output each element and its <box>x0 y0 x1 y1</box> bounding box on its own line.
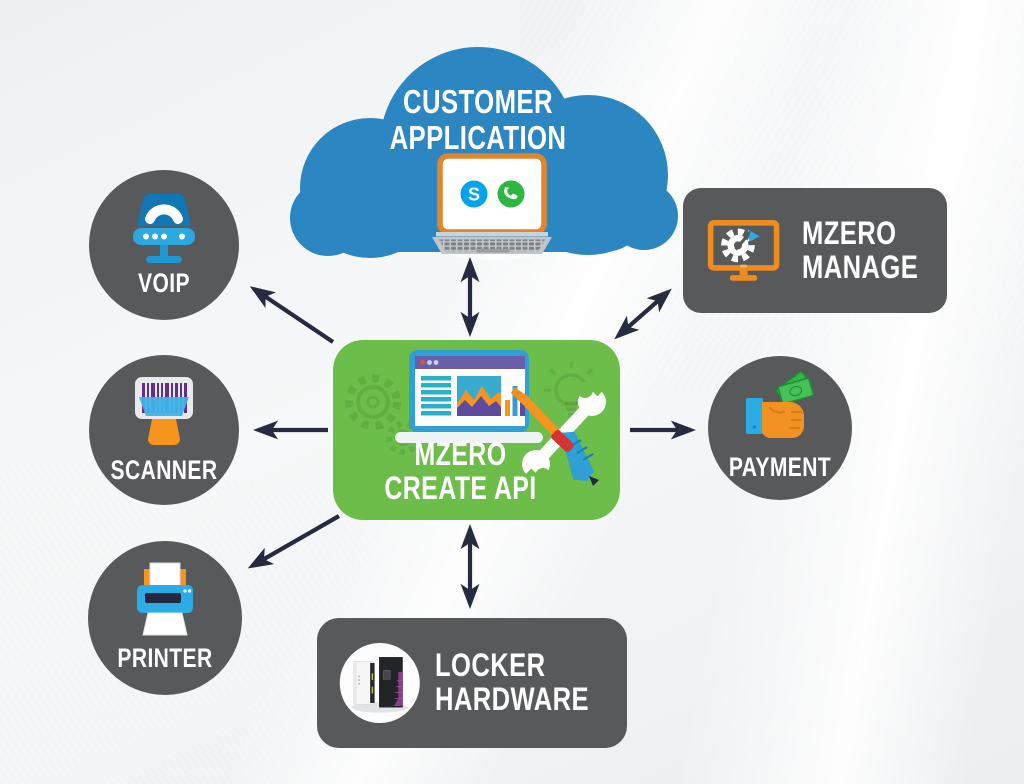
gear-watermark-icon <box>345 374 420 455</box>
center-node-mzero-create-api: MZERO CREATE API <box>333 340 620 520</box>
gear-with-pointer <box>721 227 760 262</box>
hand-holding-cash-icon <box>746 371 814 438</box>
arrow-center-voip <box>249 286 335 344</box>
locker-label-line1: LOCKER <box>434 647 546 684</box>
barcode-scanner-icon <box>135 377 193 445</box>
svg-text:S: S <box>468 185 480 205</box>
arrow-center-printer <box>247 514 341 569</box>
node-mzero-manage: MZERO MANAGE <box>683 188 947 313</box>
whatsapp-icon <box>497 180 525 208</box>
node-locker-label: LOCKER HARDWARE <box>434 647 589 717</box>
node-payment: PAYMENT <box>708 356 852 500</box>
manage-label-line1: MZERO <box>801 214 897 251</box>
cloud-title-line1: CUSTOMER <box>403 83 553 120</box>
node-printer-label: PRINTER <box>117 643 213 674</box>
black-locker-cabinet <box>379 657 403 708</box>
money-bills <box>775 371 814 405</box>
node-scanner-label: SCANNER <box>110 455 218 486</box>
node-scanner: SCANNER <box>89 355 239 505</box>
center-node-label: MZERO CREATE API <box>349 436 573 506</box>
center-label-line1: MZERO <box>414 436 507 472</box>
locker-label-line2: HARDWARE <box>434 681 589 717</box>
cloud-title-line2: APPLICATION <box>389 118 567 156</box>
manage-label-line2: MANAGE <box>801 248 918 285</box>
center-label-line2: CREATE API <box>384 469 537 506</box>
node-locker-hardware: LOCKER HARDWARE <box>317 618 627 748</box>
sleeve <box>746 398 763 434</box>
cloud-title: CUSTOMER APPLICATION <box>339 84 617 155</box>
white-locker-cabinet <box>353 661 375 705</box>
center-node-graphics <box>345 350 608 487</box>
node-printer: PRINTER <box>88 541 242 695</box>
voip-phone-icon <box>133 194 195 263</box>
node-voip: VOIP <box>89 170 239 320</box>
monitor-gear-icon <box>707 219 780 281</box>
node-payment-label: PAYMENT <box>728 452 832 483</box>
arrow-center-manage <box>614 288 672 340</box>
node-voip-label: VOIP <box>138 268 190 299</box>
skype-icon: S <box>460 180 488 208</box>
locker-kiosk-photo <box>339 642 420 724</box>
lightbulb-watermark-icon <box>544 362 598 417</box>
printer-icon <box>137 562 193 636</box>
wrench-screwdriver-icon <box>511 378 608 487</box>
node-manage-label: MZERO MANAGE <box>801 214 918 285</box>
analytics-laptop-icon <box>395 350 543 443</box>
laptop-with-messaging-apps-icon: S <box>432 153 552 260</box>
